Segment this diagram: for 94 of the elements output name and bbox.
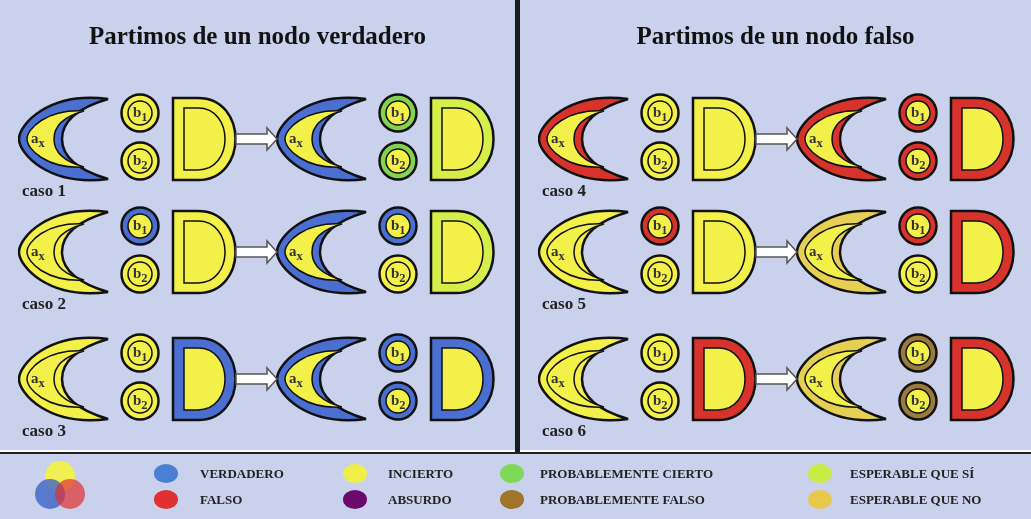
crescent-shape xyxy=(276,335,368,423)
circle-shape xyxy=(378,141,418,181)
case-label: caso 3 xyxy=(22,421,66,441)
variable-label: b$_{2}$ xyxy=(911,392,926,413)
legend-label: ESPERABLE QUE NO xyxy=(850,492,982,508)
variable-label: a$_{x}$ xyxy=(289,130,303,151)
legend-label: INCIERTO xyxy=(388,466,454,482)
circle-shape xyxy=(378,254,418,294)
variable-label: b$_{2}$ xyxy=(653,152,668,173)
variable-label: b$_{1}$ xyxy=(653,104,668,125)
crescent-shape xyxy=(18,335,110,423)
circle-shape xyxy=(640,333,680,373)
variable-label: b$_{1}$ xyxy=(653,217,668,238)
variable-label: b$_{2}$ xyxy=(911,265,926,286)
legend-label: VERDADERO xyxy=(200,466,284,482)
variable-label: b$_{1}$ xyxy=(653,344,668,365)
variable-label: b$_{1}$ xyxy=(911,344,926,365)
crescent-shape xyxy=(538,208,630,296)
legend-label: ABSURDO xyxy=(388,492,452,508)
variable-label: a$_{x}$ xyxy=(289,243,303,264)
block-arrow xyxy=(235,126,278,152)
circle-shape xyxy=(120,206,160,246)
variable-label: b$_{2}$ xyxy=(133,152,148,173)
variable-label: b$_{1}$ xyxy=(133,217,148,238)
crescent-shape xyxy=(538,95,630,183)
panel-title: Partimos de un nodo verdadero xyxy=(88,22,427,49)
circle-shape xyxy=(640,206,680,246)
crescent-shape xyxy=(18,208,110,296)
variable-label: a$_{x}$ xyxy=(809,370,823,391)
variable-label: b$_{1}$ xyxy=(133,104,148,125)
circle-shape xyxy=(378,381,418,421)
variable-label: b$_{1}$ xyxy=(911,217,926,238)
circle-shape xyxy=(378,333,418,373)
block-arrow xyxy=(235,239,278,265)
variable-label: a$_{x}$ xyxy=(551,370,565,391)
variable-label: b$_{2}$ xyxy=(391,392,406,413)
crescent-shape xyxy=(796,335,888,423)
variable-label: a$_{x}$ xyxy=(289,370,303,391)
variable-label: b$_{1}$ xyxy=(911,104,926,125)
circle-shape xyxy=(898,381,938,421)
crescent-shape xyxy=(796,95,888,183)
crescent-shape xyxy=(796,208,888,296)
circle-shape xyxy=(120,93,160,133)
circle-shape xyxy=(378,206,418,246)
case-label: caso 2 xyxy=(22,294,66,314)
variable-label: a$_{x}$ xyxy=(31,130,45,151)
block-arrow xyxy=(235,366,278,392)
circle-shape xyxy=(378,93,418,133)
case-label: caso 1 xyxy=(22,181,66,201)
circle-shape xyxy=(120,381,160,421)
variable-label: b$_{2}$ xyxy=(653,392,668,413)
variable-label: b$_{2}$ xyxy=(391,152,406,173)
circle-shape xyxy=(120,254,160,294)
variable-label: b$_{2}$ xyxy=(133,392,148,413)
legend-label: FALSO xyxy=(200,492,243,508)
variable-label: b$_{1}$ xyxy=(391,104,406,125)
variable-label: a$_{x}$ xyxy=(31,243,45,264)
circle-shape xyxy=(120,333,160,373)
variable-label: b$_{1}$ xyxy=(391,344,406,365)
block-arrow xyxy=(755,366,798,392)
variable-label: a$_{x}$ xyxy=(551,243,565,264)
case-label: caso 5 xyxy=(542,294,586,314)
variable-label: a$_{x}$ xyxy=(551,130,565,151)
variable-label: b$_{1}$ xyxy=(133,344,148,365)
variable-label: a$_{x}$ xyxy=(809,130,823,151)
crescent-shape xyxy=(538,335,630,423)
circle-shape xyxy=(898,141,938,181)
variable-label: a$_{x}$ xyxy=(31,370,45,391)
circle-shape xyxy=(898,254,938,294)
circle-shape xyxy=(898,333,938,373)
circle-shape xyxy=(898,93,938,133)
block-arrow xyxy=(755,126,798,152)
legend-label: PROBABLEMENTE CIERTO xyxy=(540,466,714,482)
legend-label: ESPERABLE QUE SÍ xyxy=(850,466,975,482)
case-label: caso 6 xyxy=(542,421,586,441)
variable-label: b$_{2}$ xyxy=(133,265,148,286)
variable-label: b$_{2}$ xyxy=(911,152,926,173)
panel-title: Partimos de un nodo falso xyxy=(636,22,915,49)
case-label: caso 4 xyxy=(542,181,586,201)
block-arrow xyxy=(755,239,798,265)
circle-shape xyxy=(640,381,680,421)
circle-shape xyxy=(640,93,680,133)
legend-label: PROBABLEMENTE FALSO xyxy=(540,492,705,508)
variable-label: b$_{2}$ xyxy=(391,265,406,286)
crescent-shape xyxy=(276,208,368,296)
variable-label: a$_{x}$ xyxy=(809,243,823,264)
variable-label: b$_{2}$ xyxy=(653,265,668,286)
crescent-shape xyxy=(18,95,110,183)
circle-shape xyxy=(640,254,680,294)
variable-label: b$_{1}$ xyxy=(391,217,406,238)
circle-shape xyxy=(120,141,160,181)
circle-shape xyxy=(640,141,680,181)
crescent-shape xyxy=(276,95,368,183)
circle-shape xyxy=(898,206,938,246)
